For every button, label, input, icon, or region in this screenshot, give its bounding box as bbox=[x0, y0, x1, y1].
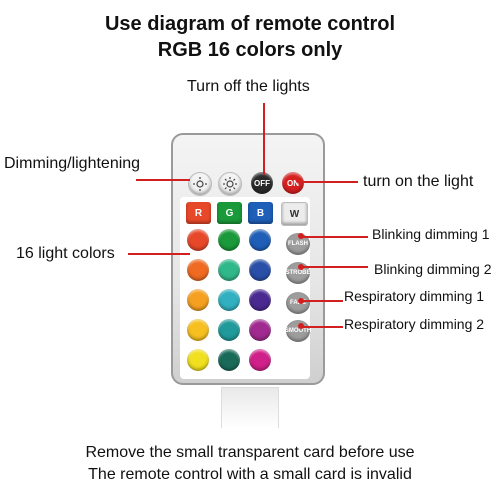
color-button[interactable] bbox=[187, 259, 209, 281]
label-light-colors: 16 light colors bbox=[16, 245, 115, 262]
annotation-line-off bbox=[263, 103, 265, 175]
transparent-card bbox=[221, 387, 279, 428]
annotation-dot-resp2 bbox=[298, 323, 304, 329]
annotation-line-dimming bbox=[136, 179, 190, 181]
color-button[interactable] bbox=[218, 229, 240, 251]
on-button[interactable]: ON bbox=[282, 172, 304, 194]
annotation-line-colors bbox=[128, 253, 190, 255]
annotation-line-resp1 bbox=[303, 300, 343, 302]
color-button[interactable] bbox=[249, 259, 271, 281]
brightness-down-icon bbox=[193, 177, 207, 191]
color-button[interactable] bbox=[187, 319, 209, 341]
brightness-up-icon bbox=[223, 177, 237, 191]
brightness-down-button[interactable] bbox=[188, 172, 212, 196]
flash-button[interactable]: FLASH bbox=[286, 233, 310, 255]
label-resp1: Respiratory dimming 1 bbox=[344, 288, 485, 304]
brightness-up-button[interactable] bbox=[218, 172, 242, 196]
diagram-title-line2: RGB 16 colors only bbox=[157, 39, 343, 61]
color-button[interactable] bbox=[187, 229, 209, 251]
color-button[interactable] bbox=[249, 289, 271, 311]
red-button[interactable]: R bbox=[186, 202, 211, 224]
color-button[interactable] bbox=[218, 319, 240, 341]
remote-keypad-area bbox=[180, 197, 310, 379]
color-button[interactable] bbox=[187, 289, 209, 311]
off-button[interactable]: OFF bbox=[251, 172, 273, 194]
color-button[interactable] bbox=[218, 289, 240, 311]
annotation-dot-resp1 bbox=[298, 298, 304, 304]
annotation-line-resp2 bbox=[303, 326, 343, 328]
annotation-line-blink2 bbox=[303, 266, 368, 268]
annotation-line-blink1 bbox=[303, 236, 368, 238]
label-dimming: Dimming/lightening bbox=[4, 155, 141, 172]
smooth-button[interactable]: SMOOTH bbox=[285, 320, 311, 342]
annotation-dot-on bbox=[297, 178, 303, 184]
annotation-dot-blink2 bbox=[298, 264, 304, 270]
color-button[interactable] bbox=[187, 349, 209, 371]
label-turn-on: turn on the light bbox=[363, 173, 474, 190]
color-button[interactable] bbox=[249, 319, 271, 341]
white-button[interactable]: W bbox=[281, 202, 308, 226]
label-blink1: Blinking dimming 1 bbox=[372, 226, 490, 242]
label-resp2: Respiratory dimming 2 bbox=[344, 316, 485, 332]
color-button[interactable] bbox=[218, 259, 240, 281]
bottom-note-line1: Remove the small transparent card before… bbox=[85, 444, 415, 461]
label-blink2: Blinking dimming 2 bbox=[374, 261, 492, 277]
annotation-line-on bbox=[298, 181, 358, 183]
color-button[interactable] bbox=[218, 349, 240, 371]
blue-button[interactable]: B bbox=[248, 202, 273, 224]
diagram-title-line1: Use diagram of remote control bbox=[104, 13, 396, 35]
bottom-note-line2: The remote control with a small card is … bbox=[88, 466, 412, 483]
label-turn-off: Turn off the lights bbox=[187, 78, 310, 95]
green-button[interactable]: G bbox=[217, 202, 242, 224]
color-button[interactable] bbox=[249, 229, 271, 251]
annotation-dot-blink1 bbox=[298, 233, 304, 239]
color-button[interactable] bbox=[249, 349, 271, 371]
